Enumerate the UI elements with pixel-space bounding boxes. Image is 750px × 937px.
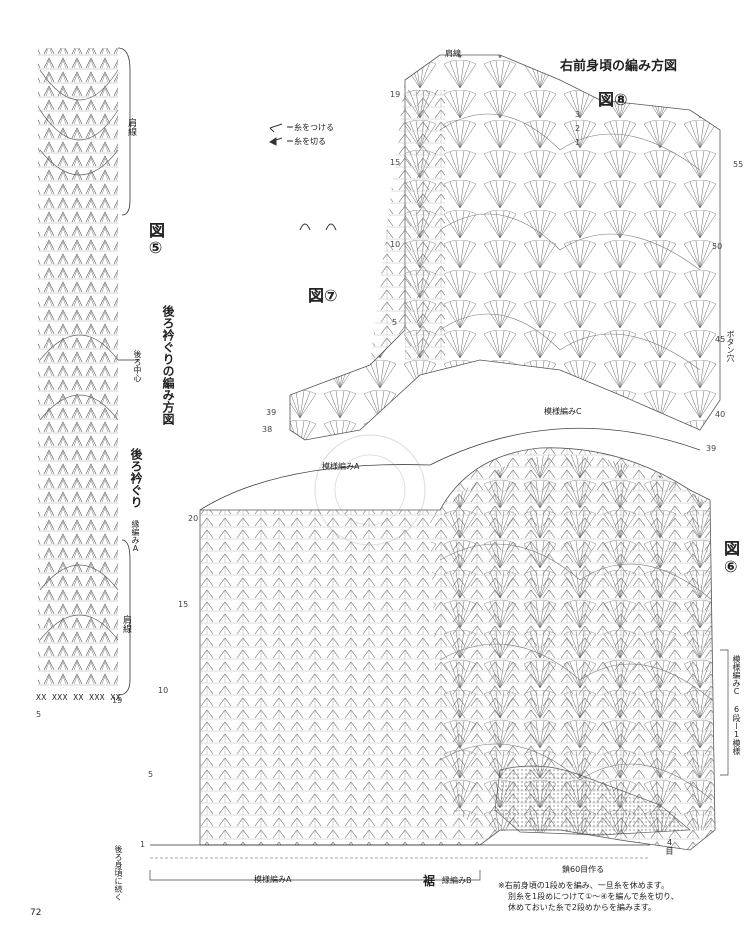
fig6-pattern-a-bottom: 模様編みA — [254, 875, 292, 884]
fig6-back-neck-note: 後ろ身頃に続く — [114, 845, 123, 901]
fig7-label: 図⑦ — [308, 286, 338, 305]
fig6-edge-b: 縁編みB — [442, 876, 472, 885]
fig8-side-39: 39 — [266, 408, 277, 417]
fig8-row-45: 45 — [715, 335, 726, 344]
fig5-title: 後ろ衿ぐりの編み方図 — [161, 305, 175, 425]
note-line-2: 別糸を1段めにつけて①〜④を編んで糸を切り、 — [508, 892, 679, 901]
fig5-row-left: 5 — [36, 710, 42, 719]
fig5-bottom-xs: XX XXX XX XXX XX — [36, 693, 122, 702]
fig8-row-5: 5 — [392, 318, 398, 327]
fig6-chain: 鎖60目作る — [562, 865, 605, 874]
fig8-label: 図⑧ — [598, 90, 628, 109]
fig6-width: 4目 — [665, 838, 674, 855]
legend-cut: ＝糸を切る — [286, 137, 326, 146]
fig8-row-40: 40 — [715, 410, 726, 419]
fig6-label: 図⑥ — [724, 539, 741, 576]
fig6-chart — [149, 427, 729, 881]
fig6-row-15: 15 — [178, 600, 189, 609]
watermark — [314, 434, 426, 546]
page-number: 72 — [30, 908, 42, 918]
fig8-mark-3: 3 — [575, 110, 581, 119]
fig5-row-right: 19 — [112, 696, 123, 705]
fig8-buttonhole: ボタン穴 — [726, 330, 735, 362]
fig6-pattern-a: 模様編みA — [322, 462, 360, 471]
fig5-edge-a: 縁編みA — [131, 520, 140, 553]
note-line-3: 休めておいた糸で2段めからを編みます。 — [508, 903, 657, 912]
fig8-mark-2: 2 — [575, 124, 581, 133]
fig8-row-10: 10 — [390, 240, 401, 249]
fig8-side-38: 38 — [262, 425, 273, 434]
fig8-shoulder: 肩線 — [445, 49, 461, 58]
fig6-row-10: 10 — [158, 686, 169, 695]
fig5-shoulder-top: 肩線 — [126, 118, 136, 136]
fig8-row-50: 50 — [712, 242, 723, 251]
fig8-mark-1: 1 — [575, 138, 581, 147]
fig8-row-15: 15 — [390, 158, 401, 167]
fig6-pattern-c: 模様編みC — [544, 407, 582, 416]
note-line-1: ※右前身頃の1段めを編み、一旦糸を休めます。 — [498, 881, 669, 890]
fig8-row-39: 39 — [706, 444, 717, 453]
fig5-back-center: 後ろ中心 — [133, 350, 142, 382]
fig5-label: 図⑤ — [146, 222, 165, 257]
fig6-row-5: 5 — [148, 770, 154, 779]
fig5-shoulder-bottom: 肩線 — [121, 615, 131, 633]
fig5-chart — [38, 47, 140, 696]
fig5-neck-label: 後ろ衿ぐり — [129, 448, 143, 508]
fig8-title: 右前身頃の編み方図 — [560, 59, 678, 74]
fig6-right-note: 模様編みC 6段ー1模様 — [732, 655, 741, 755]
fig6-row-20: 20 — [188, 514, 199, 523]
fig6-hem: 裾 — [423, 874, 436, 888]
fig8-row-19: 19 — [390, 90, 401, 99]
fig6-row-1: 1 — [140, 840, 146, 849]
legend-attach: ＝糸をつける — [286, 123, 334, 132]
fig8-row-55: 55 — [733, 160, 744, 169]
notes-block: ※右前身頃の1段めを編み、一旦糸を休めます。 別糸を1段めにつけて①〜④を編んで… — [498, 880, 679, 913]
fig8-chart — [289, 54, 721, 441]
legend-symbols — [269, 123, 337, 231]
